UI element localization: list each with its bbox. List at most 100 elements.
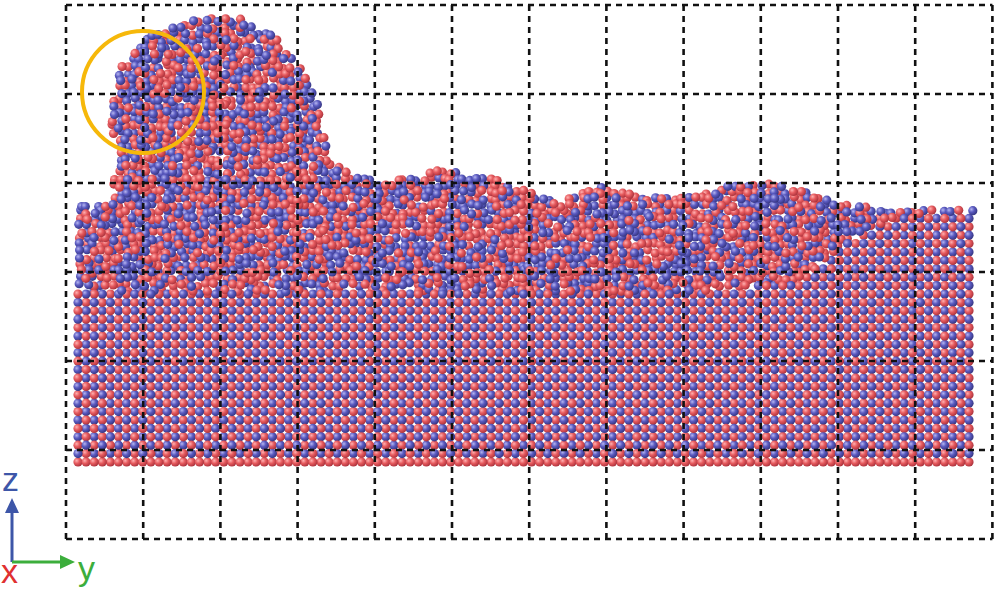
atom xyxy=(762,340,771,349)
atom xyxy=(446,382,455,391)
atom xyxy=(673,457,682,466)
atom xyxy=(154,373,163,382)
atom xyxy=(867,424,876,433)
atom xyxy=(122,298,131,307)
atom xyxy=(665,331,674,340)
atom xyxy=(932,432,941,441)
atom xyxy=(114,315,123,324)
atom xyxy=(308,340,317,349)
atom xyxy=(770,306,779,315)
atom xyxy=(316,390,325,399)
atom xyxy=(843,382,852,391)
atom xyxy=(235,340,244,349)
atom xyxy=(495,289,504,298)
atom xyxy=(616,390,625,399)
atom xyxy=(381,306,390,315)
atom xyxy=(325,348,334,357)
atom xyxy=(260,407,269,416)
atom xyxy=(932,315,941,324)
atom xyxy=(227,415,236,424)
atom xyxy=(268,382,277,391)
atom xyxy=(924,407,933,416)
atom xyxy=(964,222,973,231)
atom xyxy=(892,424,901,433)
atom xyxy=(357,306,366,315)
atom xyxy=(276,382,285,391)
atom xyxy=(235,323,244,332)
atom xyxy=(705,331,714,340)
atom xyxy=(576,348,585,357)
atom xyxy=(325,457,334,466)
atom xyxy=(114,407,123,416)
atom xyxy=(657,340,666,349)
atom xyxy=(883,457,892,466)
atom xyxy=(859,298,868,307)
atom xyxy=(438,306,447,315)
atom xyxy=(389,424,398,433)
atom xyxy=(827,390,836,399)
atom xyxy=(956,415,965,424)
atom xyxy=(73,298,82,307)
atom xyxy=(665,323,674,332)
atom xyxy=(130,340,139,349)
atom xyxy=(446,331,455,340)
atom xyxy=(657,457,666,466)
atom xyxy=(308,382,317,391)
atom xyxy=(932,340,941,349)
atom xyxy=(802,298,811,307)
atom xyxy=(365,315,374,324)
atom xyxy=(535,365,544,374)
atom xyxy=(559,323,568,332)
atom xyxy=(414,415,423,424)
atom xyxy=(681,432,690,441)
atom xyxy=(114,432,123,441)
atom xyxy=(503,457,512,466)
atom xyxy=(211,415,220,424)
atom xyxy=(689,432,698,441)
atom xyxy=(130,424,139,433)
atom xyxy=(470,348,479,357)
atom xyxy=(227,432,236,441)
atom xyxy=(794,348,803,357)
atom xyxy=(576,407,585,416)
atom xyxy=(827,432,836,441)
atom xyxy=(875,373,884,382)
atom xyxy=(478,432,487,441)
atom xyxy=(689,457,698,466)
atom xyxy=(649,306,658,315)
atom xyxy=(705,315,714,324)
atom xyxy=(892,222,901,231)
atom xyxy=(697,441,706,450)
atom xyxy=(640,315,649,324)
atom xyxy=(406,323,415,332)
atom xyxy=(640,323,649,332)
atom xyxy=(333,432,342,441)
atom xyxy=(802,365,811,374)
atom xyxy=(681,365,690,374)
atom xyxy=(940,289,949,298)
atom xyxy=(397,331,406,340)
atom xyxy=(446,298,455,307)
atom xyxy=(640,390,649,399)
atom xyxy=(746,315,755,324)
atom xyxy=(260,432,269,441)
atom xyxy=(956,365,965,374)
atom xyxy=(746,306,755,315)
atom xyxy=(406,424,415,433)
atom xyxy=(713,399,722,408)
atom xyxy=(584,441,593,450)
atom xyxy=(341,441,350,450)
atom xyxy=(867,256,876,265)
atom xyxy=(341,432,350,441)
atom xyxy=(268,340,277,349)
atom xyxy=(916,432,925,441)
atom xyxy=(543,441,552,450)
atom xyxy=(940,407,949,416)
atom xyxy=(487,390,496,399)
atom xyxy=(681,390,690,399)
atom xyxy=(106,415,115,424)
atom xyxy=(616,348,625,357)
atom xyxy=(738,315,747,324)
atom xyxy=(568,298,577,307)
